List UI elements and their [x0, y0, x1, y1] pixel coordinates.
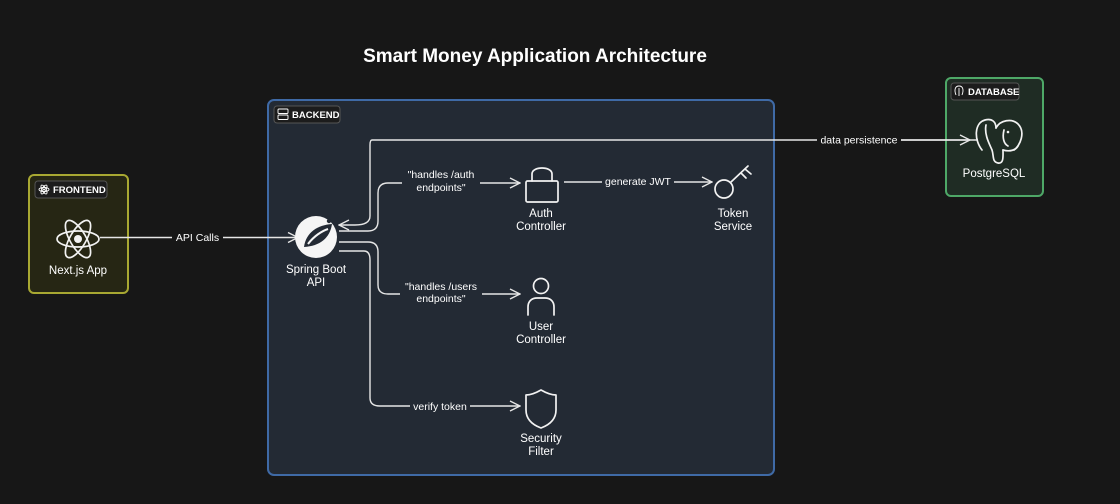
- shield-icon: [525, 389, 557, 429]
- backend-group[interactable]: BACKEND: [267, 99, 775, 476]
- label-generate-jwt: generate JWT: [605, 176, 672, 188]
- frontend-group[interactable]: FRONTEND: [28, 174, 129, 294]
- spring-icon: [295, 216, 337, 258]
- label-data-persistence: data persistence: [820, 135, 897, 147]
- security-filter-label-line1: Security: [520, 433, 562, 445]
- database-tag: DATABASE: [950, 82, 1020, 101]
- auth-controller-label-line1: Auth: [529, 208, 553, 220]
- nextjs-node[interactable]: Next.js App: [49, 217, 107, 277]
- edge-handles-auth: [339, 183, 520, 232]
- database-tag-label: DATABASE: [968, 87, 1019, 98]
- server-tag-icon: [277, 108, 289, 120]
- token-service-node[interactable]: Token Service: [714, 165, 752, 233]
- label-handles-auth-line2: endpoints": [416, 182, 466, 194]
- edge-handles-users: [339, 241, 520, 294]
- postgresql-icon: [975, 118, 1023, 164]
- database-group[interactable]: DATABASE: [945, 77, 1044, 197]
- label-handles-users-line1: "handles /users: [405, 281, 477, 293]
- backend-tag-label: BACKEND: [292, 110, 340, 121]
- edge-labels: API Calls data persistence "handles /aut…: [172, 133, 901, 413]
- backend-tag: BACKEND: [273, 105, 341, 124]
- label-api-calls: API Calls: [176, 232, 219, 244]
- lock-icon: [525, 167, 559, 203]
- user-icon: [527, 277, 555, 316]
- auth-controller-node[interactable]: Auth Controller: [516, 167, 566, 233]
- label-verify-token: verify token: [413, 401, 467, 413]
- user-controller-label-line2: Controller: [516, 334, 566, 346]
- token-service-label-line1: Token: [718, 208, 749, 220]
- react-icon: [56, 219, 100, 259]
- auth-controller-label-line2: Controller: [516, 221, 566, 233]
- postgresql-node[interactable]: PostgreSQL: [963, 118, 1026, 180]
- user-controller-node[interactable]: User Controller: [516, 277, 566, 347]
- diagram-title: Smart Money Application Architecture: [363, 46, 707, 67]
- token-service-label-line2: Service: [714, 221, 752, 233]
- postgresql-tag-icon: [954, 85, 964, 96]
- nextjs-label: Next.js App: [49, 265, 107, 277]
- security-filter-node[interactable]: Security Filter: [520, 389, 562, 458]
- edge-verify-token: [339, 250, 520, 406]
- label-handles-auth-line1: "handles /auth: [408, 169, 475, 181]
- label-handles-users-line2: endpoints": [416, 293, 466, 305]
- security-filter-label-line2: Filter: [528, 446, 554, 458]
- edge-data-persistence-return: [339, 139, 978, 225]
- spring-boot-label-line1: Spring Boot: [286, 264, 347, 276]
- user-controller-label-line1: User: [529, 321, 553, 333]
- react-tag-icon: [38, 184, 50, 195]
- spring-boot-node[interactable]: Spring Boot API: [286, 216, 347, 289]
- postgresql-label: PostgreSQL: [963, 168, 1026, 180]
- key-icon: [714, 165, 752, 199]
- frontend-tag: FRONTEND: [34, 180, 108, 199]
- frontend-tag-label: FRONTEND: [53, 185, 106, 196]
- spring-boot-label-line2: API: [307, 277, 326, 289]
